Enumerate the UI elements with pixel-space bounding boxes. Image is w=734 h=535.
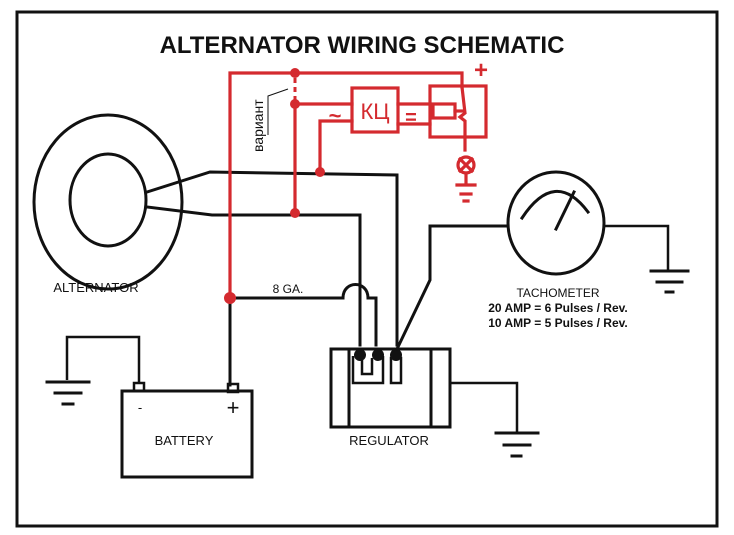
tachometer-dial	[506, 170, 606, 276]
regulator-terminal-3	[390, 349, 402, 361]
alternator-outer-ring	[32, 113, 184, 291]
battery-negative-sign: -	[138, 400, 142, 415]
battery-positive-sign: +	[227, 395, 240, 420]
alternator-label: ALTERNATOR	[53, 280, 138, 295]
tachometer-scale-arc	[519, 190, 591, 221]
lamp-icon	[456, 155, 476, 175]
junction-lower-wire	[290, 208, 300, 218]
wire-alternator-upper	[145, 170, 399, 347]
ground-icon-battery	[45, 380, 91, 406]
junction-battery-node	[224, 292, 236, 304]
wire-battery-negative	[65, 335, 141, 383]
alternator: ALTERNATOR	[32, 113, 184, 295]
wire-tach-ground	[604, 224, 670, 270]
regulator-body	[329, 347, 452, 429]
variant-label: вариант	[250, 99, 266, 152]
frame-border	[15, 10, 719, 528]
junction-upper-wire	[315, 167, 325, 177]
junction-top	[290, 68, 300, 78]
battery-body	[120, 389, 254, 479]
wire-gauge-label: 8 GA.	[273, 282, 304, 296]
relay-coil-icon	[431, 102, 457, 120]
regulator: REGULATOR	[329, 347, 452, 448]
tachometer: TACHOMETER 20 AMP = 6 Pulses / Rev. 10 A…	[488, 170, 628, 330]
wire-alternator-lower	[145, 205, 362, 347]
red-wire-ac	[318, 119, 354, 174]
ground-icon-lamp	[455, 183, 477, 203]
red-wire-main	[228, 71, 464, 300]
tachometer-note-20amp: 20 AMP = 6 Pulses / Rev.	[488, 301, 628, 315]
wire-regulator-ground	[450, 381, 519, 432]
overlay-circuit: ~ КЦ = +	[224, 57, 488, 304]
tachometer-note-10amp: 10 AMP = 5 Pulses / Rev.	[488, 316, 628, 330]
battery: - + BATTERY	[120, 381, 254, 479]
dc-symbol: =	[405, 107, 417, 129]
tachometer-needle	[553, 189, 577, 232]
plus-symbol: +	[474, 57, 488, 84]
kc-block	[350, 86, 400, 134]
relay-block	[428, 84, 488, 139]
variant-leader-line	[267, 88, 289, 135]
alternator-inner-ring	[68, 152, 148, 248]
regulator-terminal-1	[354, 349, 366, 361]
regulator-label: REGULATOR	[349, 433, 429, 448]
kc-block-label: КЦ	[360, 99, 389, 124]
battery-label: BATTERY	[155, 433, 214, 448]
wire-tach-signal	[394, 224, 510, 352]
wire-8ga	[228, 283, 378, 347]
variant-annotation: вариант	[250, 88, 289, 152]
battery-positive-terminal	[226, 382, 240, 394]
ac-symbol: ~	[329, 103, 342, 128]
diagram-title: ALTERNATOR WIRING SCHEMATIC	[160, 32, 565, 59]
ground-icon-tachometer	[649, 269, 690, 294]
ground-icon-regulator	[494, 431, 540, 458]
tachometer-label: TACHOMETER	[516, 286, 599, 300]
regulator-terminal-2	[372, 349, 384, 361]
relay-contact-icon	[457, 85, 467, 152]
battery-negative-terminal	[132, 381, 146, 393]
